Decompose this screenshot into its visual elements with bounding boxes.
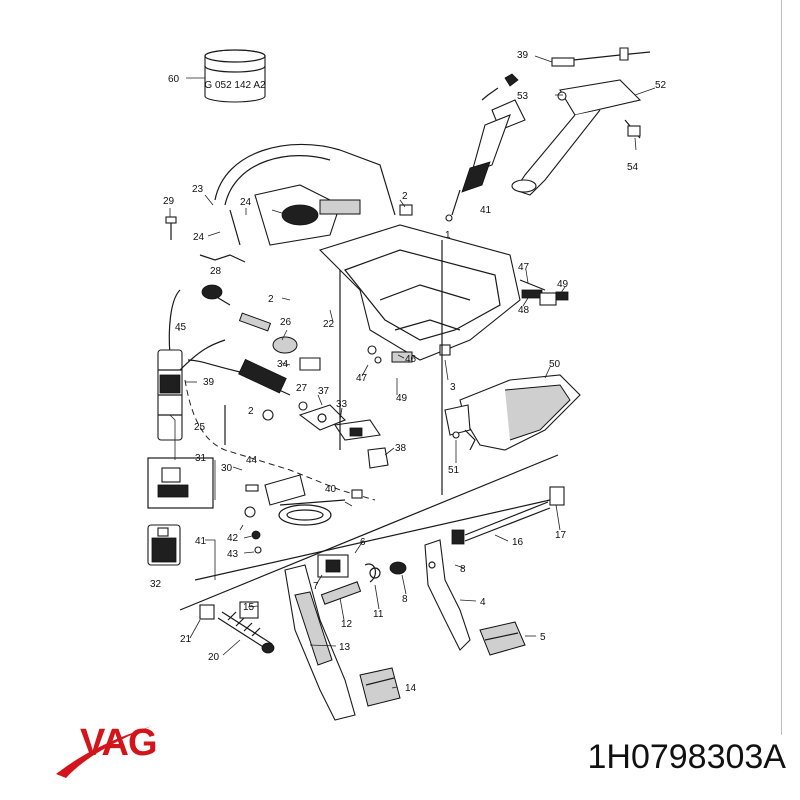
callout-16: 16	[512, 537, 524, 548]
callout-2: 2	[268, 294, 274, 305]
callout-15: 15	[243, 602, 255, 613]
brand-logo-text: VAG	[80, 722, 158, 764]
callout-40: 40	[325, 484, 337, 495]
bracket-plate-parts	[298, 404, 389, 469]
callout-37: 37	[318, 386, 330, 397]
part-52-bracket	[511, 47, 651, 196]
brake-light-switch-parts	[519, 279, 569, 306]
brake-booster	[214, 143, 396, 246]
callout-6: 6	[360, 537, 366, 548]
callout-11: 11	[373, 609, 384, 620]
callout-4: 4	[480, 597, 486, 608]
callout-17: 17	[555, 530, 567, 541]
callout-45: 45	[175, 322, 187, 333]
part-20-spring-assembly	[199, 601, 275, 654]
pedal-pivot-hardware	[317, 554, 407, 605]
callout-31: 31	[195, 453, 207, 464]
callout-5: 5	[540, 632, 546, 643]
callout-3: 3	[450, 382, 456, 393]
assembly-guide-lines	[179, 240, 559, 611]
part-32-housing	[147, 524, 181, 566]
clutch-hydraulic-line	[157, 216, 376, 501]
seal-marking: G 052 142 A2	[204, 80, 266, 91]
callout-30: 30	[221, 463, 233, 474]
callout-47: 47	[518, 262, 530, 273]
callout-13: 13	[339, 642, 351, 653]
callout-28: 28	[210, 266, 222, 277]
callout-39: 39	[517, 50, 529, 61]
vag-logo-swoosh	[56, 726, 152, 778]
callout-7: 7	[313, 581, 319, 592]
callout-54: 54	[627, 162, 639, 173]
callout-32: 32	[150, 579, 162, 590]
callout-43: 43	[227, 549, 239, 560]
part-31-bracket-box	[147, 457, 214, 509]
callout-50: 50	[549, 359, 561, 370]
callout-2: 2	[248, 406, 254, 417]
callout-labels: 1 2 2 2 3 4 5 6 7 8 8 11 12 13 14 15 16 …	[150, 50, 667, 694]
callout-38: 38	[395, 443, 407, 454]
callout-20: 20	[208, 652, 220, 663]
callout-21: 21	[180, 634, 192, 645]
callout-42: 42	[227, 533, 239, 544]
callout-39: 39	[203, 377, 215, 388]
part-16-pivot-shaft	[451, 486, 565, 545]
callout-26: 26	[280, 317, 292, 328]
callout-27: 27	[296, 383, 308, 394]
callout-12: 12	[341, 619, 353, 630]
page-divider-line	[781, 0, 782, 735]
callout-41: 41	[195, 536, 207, 547]
callout-24: 24	[193, 232, 205, 243]
part-50-pedal-housing	[444, 374, 581, 451]
clutch-master-cylinder	[244, 474, 363, 554]
callout-8: 8	[402, 594, 408, 605]
callout-53: 53	[517, 91, 529, 102]
callout-51: 51	[448, 465, 460, 476]
callout-22: 22	[323, 319, 335, 330]
callout-46: 46	[405, 354, 417, 365]
callout-29: 29	[163, 196, 175, 207]
callout-48: 48	[518, 305, 530, 316]
part-4-brake-pedal	[424, 539, 526, 656]
callout-25: 25	[194, 422, 206, 433]
callout-2: 2	[402, 191, 408, 202]
callout-44: 44	[246, 455, 258, 466]
part-41-master-cylinder	[445, 73, 526, 222]
part-number: 1H0798303A	[587, 738, 786, 776]
callout-47: 47	[356, 373, 368, 384]
callout-49: 49	[557, 279, 569, 290]
callout-49: 49	[396, 393, 408, 404]
pedal-bracket-frame	[318, 204, 521, 364]
callout-34: 34	[277, 359, 289, 370]
callout-24: 24	[240, 197, 252, 208]
callout-41: 41	[480, 205, 492, 216]
callout-1: 1	[445, 230, 451, 241]
callout-8: 8	[460, 564, 466, 575]
callout-14: 14	[405, 683, 417, 694]
callout-leader-lines	[169, 55, 656, 689]
callout-60: 60	[168, 74, 180, 85]
callout-23: 23	[192, 184, 204, 195]
callout-33: 33	[336, 399, 348, 410]
part-60-seal-ring: G 052 142 A2	[204, 49, 266, 103]
part-13-clutch-pedal	[284, 564, 401, 721]
callout-52: 52	[655, 80, 667, 91]
